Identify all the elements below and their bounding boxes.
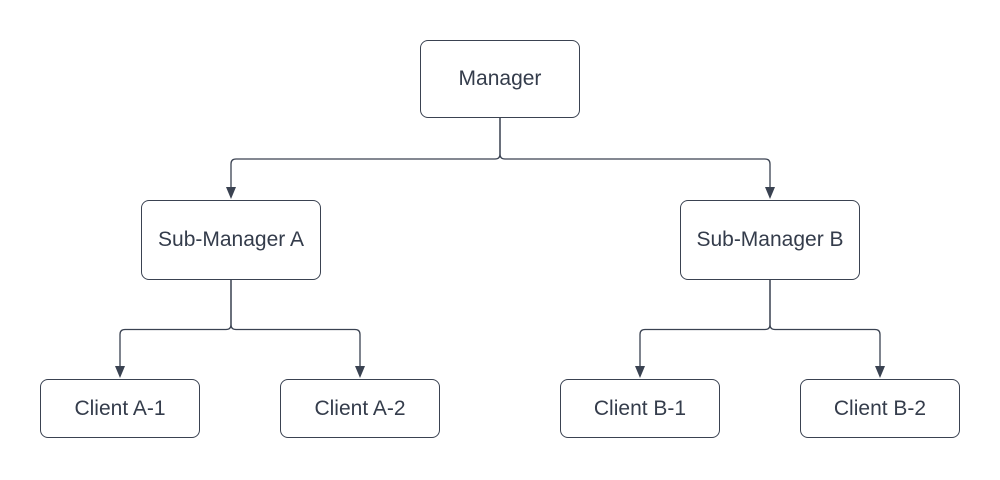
connector-sub-b-to-client-b2 (769, 280, 881, 368)
node-sub-manager-b-label: Sub-Manager B (696, 228, 844, 252)
node-sub-manager-a-label: Sub-Manager A (158, 228, 304, 252)
connector-sub-b-to-client-b1 (639, 280, 771, 368)
node-client-b2-label: Client B-2 (833, 396, 927, 420)
arrowhead-icon (226, 187, 236, 199)
connector-manager-to-sub-b (499, 118, 771, 189)
connector-sub-a-to-client-a2 (230, 280, 361, 368)
arrowhead-icon (115, 366, 125, 378)
connector-manager-to-sub-a (230, 118, 501, 189)
node-client-b2: Client B-2 (800, 379, 960, 438)
arrowhead-icon (355, 366, 365, 378)
node-client-b1: Client B-1 (560, 379, 720, 438)
node-sub-manager-b: Sub-Manager B (680, 200, 860, 280)
node-manager: Manager (420, 40, 580, 118)
node-client-b1-label: Client B-1 (593, 396, 687, 420)
node-client-a2-label: Client A-2 (314, 396, 406, 420)
node-client-a2: Client A-2 (280, 379, 440, 438)
node-manager-label: Manager (458, 67, 542, 91)
node-sub-manager-a: Sub-Manager A (141, 200, 321, 280)
node-client-a1: Client A-1 (40, 379, 200, 438)
arrowhead-icon (635, 366, 645, 378)
connector-sub-a-to-client-a1 (119, 280, 232, 368)
arrowhead-icon (875, 366, 885, 378)
arrowhead-icon (765, 187, 775, 199)
node-client-a1-label: Client A-1 (74, 396, 166, 420)
